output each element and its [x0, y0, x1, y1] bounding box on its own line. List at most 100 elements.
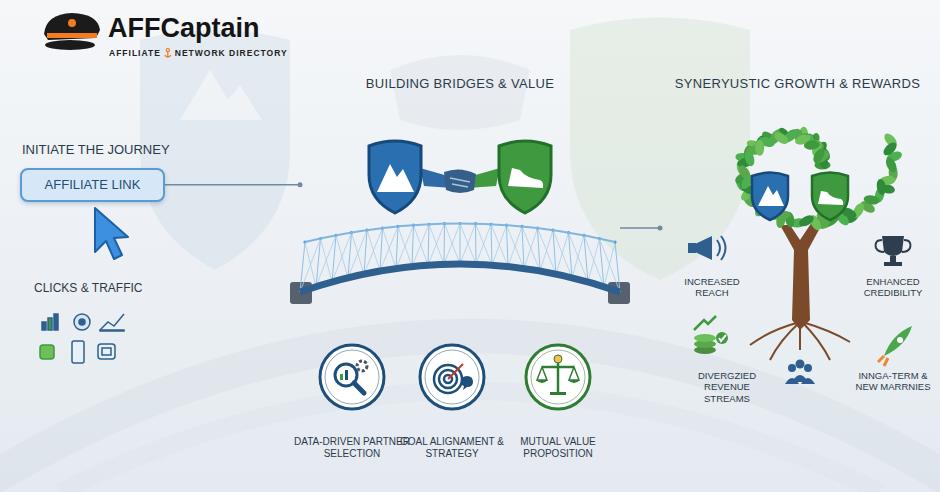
- people-icon-part: [804, 364, 812, 372]
- benefit-label: DIVERGZIED REVENUE STREAMS: [681, 370, 773, 404]
- search-icon: [335, 361, 367, 393]
- bridge-mesh-part: [475, 224, 477, 265]
- anchor-icon-part: [166, 48, 169, 51]
- bridge-mesh-part: [491, 224, 492, 265]
- tree: [733, 126, 903, 360]
- blue-shield-part: [377, 164, 414, 192]
- coins-icon-part: [694, 334, 716, 342]
- people-icon: [785, 360, 815, 385]
- green-shield: [499, 141, 551, 213]
- bridge-mesh-part: [460, 224, 476, 264]
- bridge-mesh-part: [396, 225, 414, 268]
- button-text: AFFILIATE LINK: [30, 177, 155, 193]
- coins-icon-part: [719, 335, 726, 341]
- tree-leaves-part: [797, 213, 815, 229]
- bridge-mesh-part: [604, 242, 615, 287]
- people-icon-part: [796, 360, 805, 369]
- bridge-mesh-part: [412, 224, 429, 266]
- benefit-label: INNGA-TERM & NEW MARRNIES: [851, 370, 935, 393]
- feature-caption: DATA-DRIVEN PARTNER SELECTION: [287, 436, 417, 460]
- watermark-part: [570, 18, 750, 281]
- trophy-icon-part: [882, 236, 904, 256]
- green-shield-part: [499, 141, 551, 213]
- bridge-mesh-part: [476, 224, 493, 265]
- circle-outline: [317, 342, 387, 412]
- bridge: [290, 222, 630, 304]
- tree-leaves-part: [881, 140, 899, 158]
- bridge-mesh-part: [444, 224, 460, 265]
- traffic-icons-part: [98, 344, 115, 359]
- traffic-icons-part: [100, 314, 124, 330]
- tree-part: [812, 173, 848, 221]
- bridge-mesh-part: [538, 228, 541, 271]
- bridge-mesh-part: [428, 224, 445, 265]
- anchor-icon-part: [165, 52, 171, 58]
- circle-outline: [523, 342, 593, 412]
- watermark-part: [60, 391, 880, 492]
- bridge-mesh-part: [556, 233, 569, 275]
- bridge-mesh-part: [445, 224, 461, 264]
- bridge-mesh: [300, 222, 620, 292]
- rocket-icon: [878, 326, 912, 366]
- logo-hat-part: [45, 40, 95, 50]
- bridge-mesh-part: [538, 228, 557, 274]
- bridge-mesh-part: [412, 225, 414, 266]
- bridge-mesh-part: [522, 226, 524, 268]
- rocket-icon-part: [897, 337, 903, 343]
- handshake-part: [444, 169, 476, 193]
- feature-caption: GOAL ALIGNAMENT & STRATEGY: [387, 436, 517, 460]
- feature-circle: DATA-DRIVEN PARTNER SELECTION: [287, 342, 417, 460]
- connector-line: [165, 184, 300, 186]
- bridge-mesh-part: [380, 226, 398, 271]
- megaphone-icon-part: [688, 243, 696, 253]
- tree-part: [750, 322, 850, 360]
- blue-shield-part: [369, 141, 421, 213]
- bridge-mesh-part: [507, 225, 525, 268]
- step-heading: CLICKS & TRAFFIC: [34, 281, 142, 295]
- watermark: [0, 18, 940, 492]
- bridge-mesh-part: [572, 235, 584, 277]
- watermark-part: [0, 336, 940, 492]
- trophy-icon-part: [876, 240, 911, 252]
- traffic-icons-part: [48, 318, 52, 330]
- bridge-mesh-part: [460, 224, 476, 265]
- tree-leaves-part: [863, 194, 880, 206]
- traffic-icons-part: [72, 341, 84, 363]
- cursor-arrow: [95, 208, 128, 259]
- bridge-mesh-part: [364, 228, 383, 274]
- traffic-icons: [40, 314, 124, 363]
- traffic-icons-part: [102, 348, 111, 355]
- logo-hat: [44, 13, 100, 50]
- tree-part: [818, 191, 843, 205]
- traffic-icons-part: [54, 314, 58, 330]
- megaphone-icon: [688, 236, 726, 260]
- watermark-part: [180, 70, 262, 120]
- traffic-icons-part: [40, 345, 54, 359]
- cursor-arrow-part: [95, 208, 128, 259]
- trophy-icon-part: [890, 256, 896, 262]
- tree-part: [752, 173, 788, 221]
- bridge-mesh-part: [380, 228, 383, 271]
- megaphone-icon-part: [695, 236, 712, 260]
- bridge-mesh-part: [524, 228, 538, 268]
- bridge-mesh-part: [600, 238, 605, 286]
- tree-leaves-part: [884, 156, 899, 174]
- tree-leaves-part: [743, 149, 756, 167]
- target-icon: [434, 364, 473, 393]
- trophy-icon-part: [884, 262, 902, 266]
- scale-icon: [536, 355, 580, 395]
- megaphone-icon-part: [717, 236, 726, 260]
- logo-hat-part: [44, 13, 100, 40]
- bridge-mesh-part: [584, 235, 588, 282]
- tree-leaves: [733, 126, 903, 232]
- anchor-icon: [165, 48, 171, 57]
- traffic-icons-part: [42, 322, 46, 330]
- bridge-mesh-part: [444, 224, 446, 265]
- bridge-part: [300, 264, 620, 292]
- traffic-icons-part: [79, 319, 85, 325]
- bridge-mesh-part: [460, 224, 461, 265]
- green-shield-part: [508, 168, 543, 188]
- bridge-mesh-part: [588, 238, 600, 281]
- feature-circle: GOAL ALIGNAMENT & STRATEGY: [387, 342, 517, 460]
